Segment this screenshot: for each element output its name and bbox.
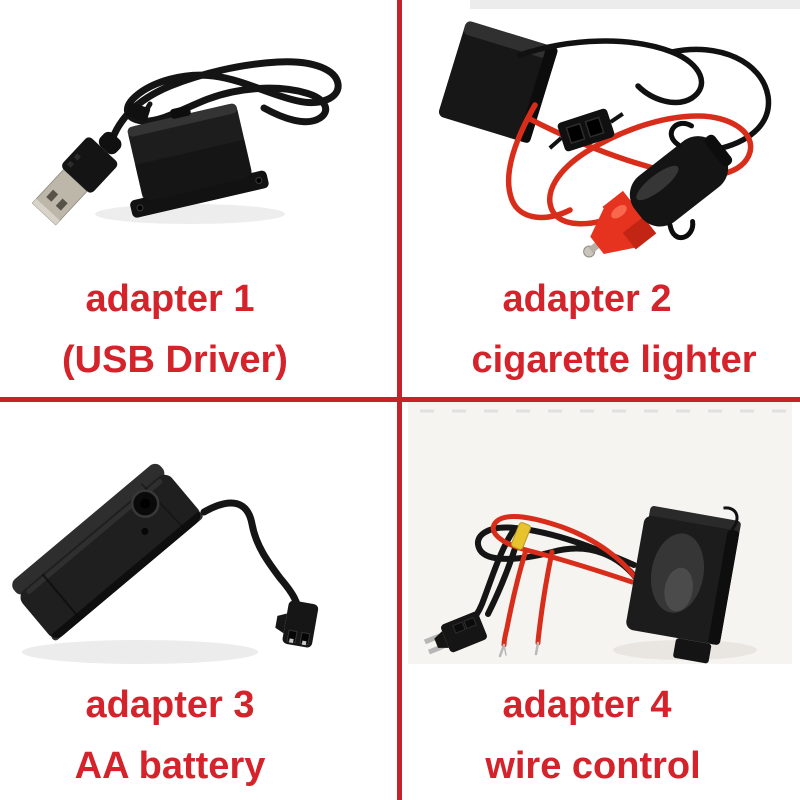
bare-wire-ends <box>498 641 540 658</box>
adapter-4-title: adapter 4 <box>502 684 672 726</box>
adapter-4-subtitle: wire control <box>485 745 701 787</box>
yellow-tie <box>510 522 532 550</box>
quadrant-adapter-2: adapter 2 cigarette lighter <box>400 0 800 400</box>
cable-splice-bead <box>125 102 151 122</box>
quadrant-adapter-4: adapter 4 wire control <box>400 400 800 800</box>
screw-hole <box>255 176 263 184</box>
quadrant-adapter-3: adapter 3 AA battery <box>0 400 400 800</box>
wire-control-adapter-photo <box>408 402 792 664</box>
photo-shadow <box>22 640 258 664</box>
red-wire <box>490 514 637 648</box>
cigarette-lighter-adapter-photo <box>438 0 800 258</box>
plug-spring-clip <box>667 218 696 240</box>
horizontal-divider <box>0 397 800 402</box>
driver-box <box>127 103 269 218</box>
sm-connector <box>423 611 487 655</box>
indicator-hole <box>141 527 149 535</box>
sm-connector <box>548 108 624 152</box>
cigarette-lighter-plug <box>583 121 733 258</box>
adapter-3-title: adapter 3 <box>85 684 255 726</box>
adapter-1-title: adapter 1 <box>85 278 255 320</box>
battery-output-wire <box>200 499 302 620</box>
adapter-2-title: adapter 2 <box>502 278 672 320</box>
driver-box <box>626 506 741 664</box>
connector-pin <box>423 633 441 645</box>
screw-hole <box>136 204 144 212</box>
adapter-1-subtitle: (USB Driver) <box>62 339 288 381</box>
battery-pack <box>12 463 203 641</box>
aa-battery-adapter-photo <box>12 463 319 664</box>
plug-body <box>629 136 729 227</box>
usb-plug <box>31 131 122 226</box>
quadrant-adapter-1: adapter 1 (USB Driver) <box>0 0 400 400</box>
photo-shadow <box>95 204 285 224</box>
photo-edge <box>470 0 800 9</box>
adapter-2-subtitle: cigarette lighter <box>471 339 757 381</box>
adapter-3-subtitle: AA battery <box>74 745 266 787</box>
plug-spring-clip <box>669 121 694 148</box>
sm-connector <box>275 600 319 648</box>
usb-driver-adapter-photo <box>31 58 342 226</box>
usb-contact-slot <box>46 189 59 202</box>
usb-contact-slot <box>55 198 68 211</box>
plug-red-nose <box>590 206 637 255</box>
